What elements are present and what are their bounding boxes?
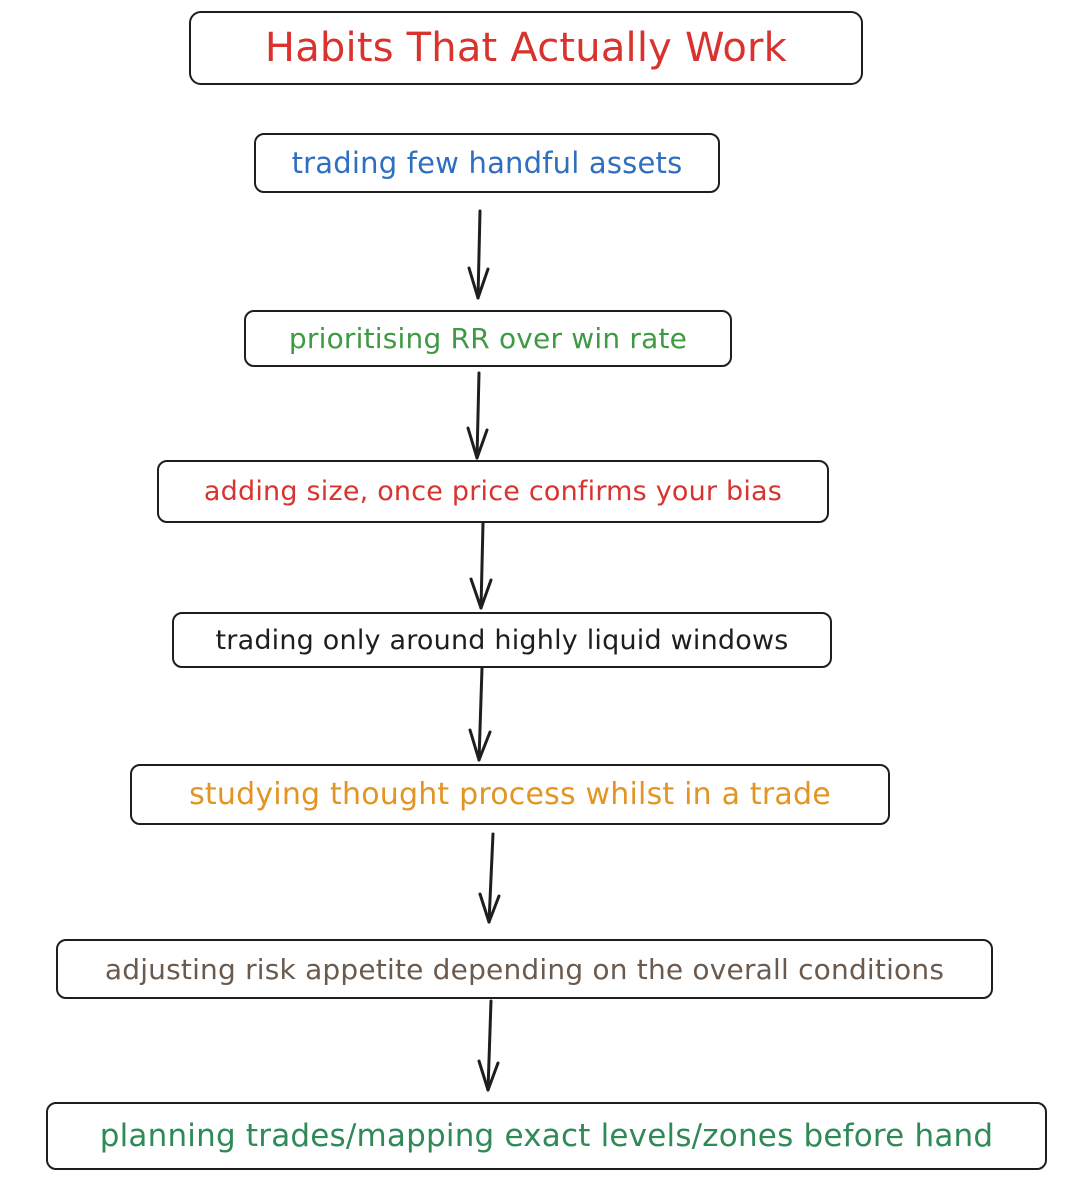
flow-step-5: studying thought process whilst in a tra… bbox=[130, 764, 890, 825]
flow-step-3: adding size, once price confirms your bi… bbox=[157, 460, 829, 523]
diagram-title: Habits That Actually Work bbox=[264, 25, 788, 71]
arrow-n6-to-n7-shaft bbox=[486, 999, 493, 1092]
flow-step-7-label: planning trades/mapping exact levels/zon… bbox=[99, 1118, 994, 1154]
arrow-n3-to-n4-shaft bbox=[479, 521, 485, 610]
flow-step-1-label: trading few handful assets bbox=[291, 146, 683, 180]
arrow-n1-to-n2 bbox=[467, 209, 490, 300]
flow-step-3-label: adding size, once price confirms your bi… bbox=[203, 476, 783, 507]
flow-step-6-label: adjusting risk appetite depending on the… bbox=[104, 952, 945, 986]
diagram-title-box: Habits That Actually Work bbox=[189, 11, 863, 85]
flow-step-2: prioritising RR over win rate bbox=[244, 310, 732, 367]
arrow-n6-to-n7-head bbox=[477, 1059, 500, 1092]
flow-step-2-label: prioritising RR over win rate bbox=[288, 322, 688, 355]
flow-step-4-label: trading only around highly liquid window… bbox=[215, 624, 789, 656]
arrow-n5-to-n6-shaft bbox=[487, 832, 495, 924]
arrow-n2-to-n3-head bbox=[466, 426, 489, 460]
arrow-n3-to-n4-head bbox=[469, 577, 493, 610]
arrow-n1-to-n2-shaft bbox=[476, 209, 482, 300]
arrow-n3-to-n4 bbox=[469, 521, 493, 610]
flow-step-4: trading only around highly liquid window… bbox=[172, 612, 832, 668]
flow-step-1: trading few handful assets bbox=[254, 133, 720, 193]
arrow-n6-to-n7 bbox=[477, 999, 500, 1092]
arrow-n4-to-n5-head bbox=[468, 728, 492, 762]
arrow-n4-to-n5-shaft bbox=[477, 666, 484, 762]
arrow-n5-to-n6-head bbox=[478, 892, 501, 924]
arrow-n4-to-n5 bbox=[468, 666, 492, 762]
arrow-n5-to-n6 bbox=[478, 832, 501, 924]
arrow-n2-to-n3 bbox=[466, 371, 489, 460]
arrow-n1-to-n2-head bbox=[467, 266, 490, 300]
flow-step-6: adjusting risk appetite depending on the… bbox=[56, 939, 993, 999]
flow-step-7: planning trades/mapping exact levels/zon… bbox=[46, 1102, 1047, 1170]
flow-step-5-label: studying thought process whilst in a tra… bbox=[189, 777, 831, 812]
arrow-n2-to-n3-shaft bbox=[475, 371, 481, 460]
